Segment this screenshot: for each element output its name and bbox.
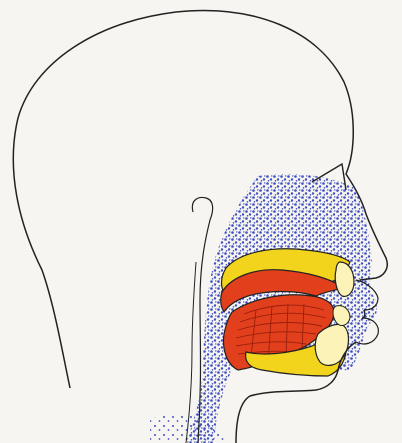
throat-speckle-fringe — [150, 413, 230, 443]
